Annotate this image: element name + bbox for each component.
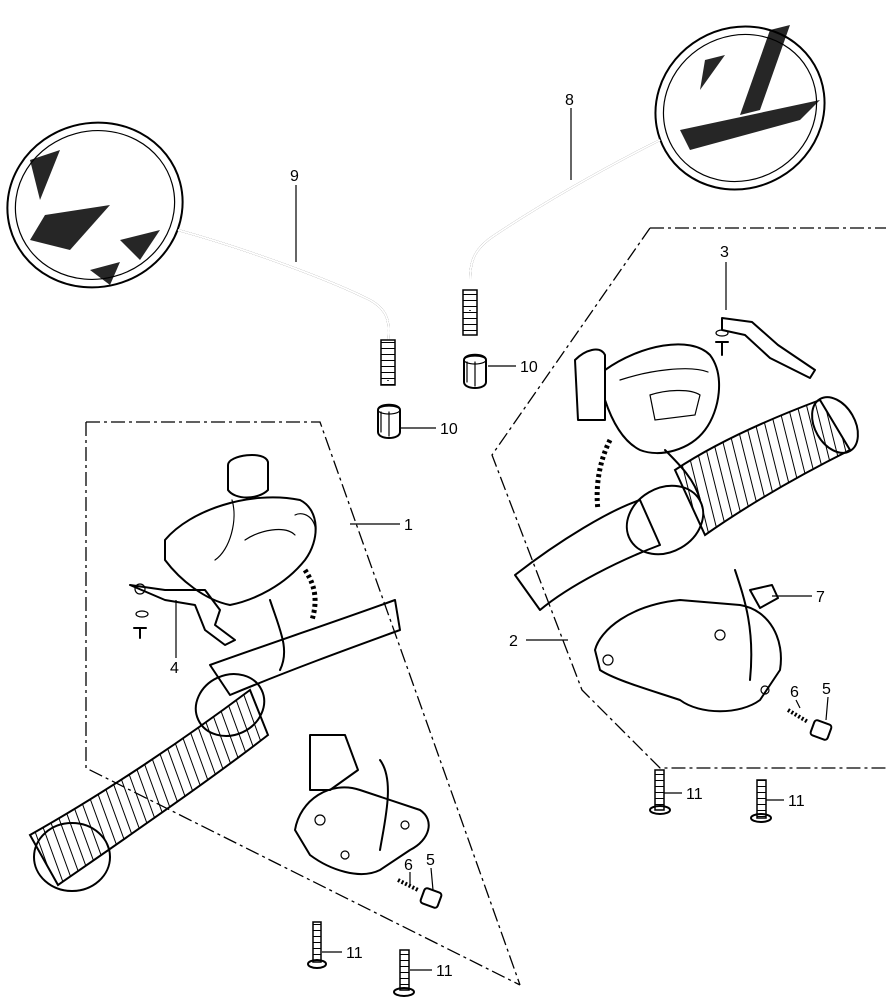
right-assembly-boundary [491,227,886,769]
right-switch-upper-housing [574,343,721,455]
right-mirror-glare [680,25,820,150]
right-throttle-grip [625,396,859,556]
left-mirror-glare [30,150,160,285]
callout-8: 8 [565,92,574,109]
callout-5-right: 5 [822,681,831,698]
right-brake-bracket [715,317,816,379]
right-switch-lower-housing [594,569,782,713]
left-switch-upper-housing [164,454,317,606]
callout-5-left: 5 [426,852,435,869]
left-handlebar [209,599,401,696]
right-screw-6 [786,708,810,724]
callout-11-left-a: 11 [346,945,363,962]
right-acorn-nut [463,353,487,389]
right-bolt-11b [750,779,772,823]
callout-4: 4 [170,660,179,677]
right-wire-harness [594,438,701,511]
left-clutch-bracket [129,583,236,646]
callout-9: 9 [290,168,299,185]
left-screw-6 [397,878,419,892]
callout-10-left: 10 [440,421,458,438]
callout-2: 2 [509,633,518,650]
callout-11-right-a: 11 [686,786,703,803]
left-assembly-boundary [85,421,521,986]
right-clip-7 [749,584,779,609]
callout-3: 3 [720,244,729,261]
left-mirror [6,121,396,386]
left-acorn-nut [377,403,401,439]
right-mirror [462,25,826,336]
left-nut-5 [419,887,443,909]
callout-6-left: 6 [404,857,413,874]
right-bolt-11a [649,769,671,815]
left-bolt-11a [307,921,327,969]
callout-labels: 9 8 10 10 1 2 3 4 7 6 5 6 5 11 11 11 11 [170,92,831,980]
callout-11-right-b: 11 [788,793,805,810]
callout-11-left-b: 11 [436,963,453,980]
callout-7: 7 [816,589,825,606]
leader-lines [175,108,829,971]
callout-10-right: 10 [520,359,538,376]
right-handlebar [514,499,661,611]
left-wire-harness [269,568,318,671]
callout-6-right: 6 [790,684,799,701]
left-bolt-11b [393,949,415,997]
right-nut-5 [809,719,833,741]
callout-1: 1 [404,517,413,534]
left-switch-lower-housing [294,734,430,875]
left-grip [28,673,270,892]
